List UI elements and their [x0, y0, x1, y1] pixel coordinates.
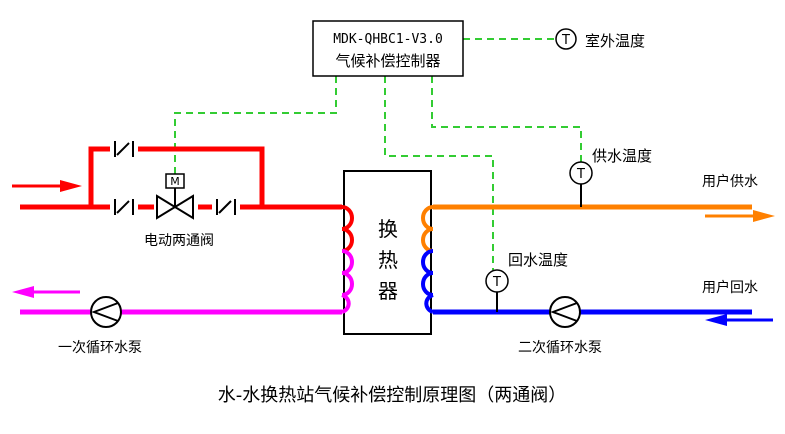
check-valve-main-2	[212, 198, 240, 216]
primary-pump	[90, 296, 122, 328]
valve-label: 电动两通阀	[144, 233, 214, 249]
controller-name: 气候补偿控制器	[335, 52, 440, 70]
return-temperature-label: 回水温度	[508, 251, 568, 269]
outdoor-sensor-symbol: T	[561, 33, 570, 48]
return-sensor-symbol: T	[492, 275, 501, 290]
exchanger-label-3: 器	[378, 279, 398, 303]
outdoor-temperature-sensor: T	[555, 28, 577, 50]
primary-outlet-arrow	[12, 286, 80, 298]
controller-model: MDK-QHBC1-V3.0	[333, 32, 443, 47]
exchanger-label-2: 热	[378, 248, 398, 272]
primary-inlet-arrow	[12, 180, 82, 192]
supply-sensor-symbol: T	[576, 167, 585, 182]
return-temperature-sensor: T	[485, 269, 509, 312]
secondary-pump	[549, 296, 581, 328]
supply-temperature-sensor: T	[569, 161, 593, 207]
supply-temperature-label: 供水温度	[592, 147, 652, 165]
heat-exchanger: 换 热 器	[341, 170, 434, 335]
exchanger-label-1: 换	[378, 217, 398, 241]
valve-actuator	[165, 173, 185, 189]
primary-pump-label: 一次循环水泵	[58, 340, 142, 356]
user-return-arrow	[705, 314, 773, 326]
electric-two-way-valve: M	[154, 173, 198, 220]
diagram-caption: 水-水换热站气候补偿控制原理图（两通阀）	[218, 385, 567, 406]
outdoor-temperature-label: 室外温度	[585, 32, 645, 50]
supply-sensor-wire	[431, 76, 582, 162]
climate-compensation-controller: MDK-QHBC1-V3.0 气候补偿控制器	[312, 20, 464, 77]
user-supply-label: 用户供水	[702, 173, 758, 190]
user-supply-arrow	[705, 210, 775, 222]
secondary-pump-label: 二次循环水泵	[518, 340, 602, 356]
check-valves	[110, 140, 240, 216]
valve-actuator-symbol: M	[170, 175, 180, 188]
check-valve-main-1	[110, 198, 138, 216]
signal-wires	[174, 38, 582, 270]
check-valve-bypass	[110, 140, 138, 158]
return-sensor-wire	[384, 76, 494, 270]
valve-signal-wire	[174, 76, 337, 175]
user-return-label: 用户回水	[702, 279, 758, 296]
